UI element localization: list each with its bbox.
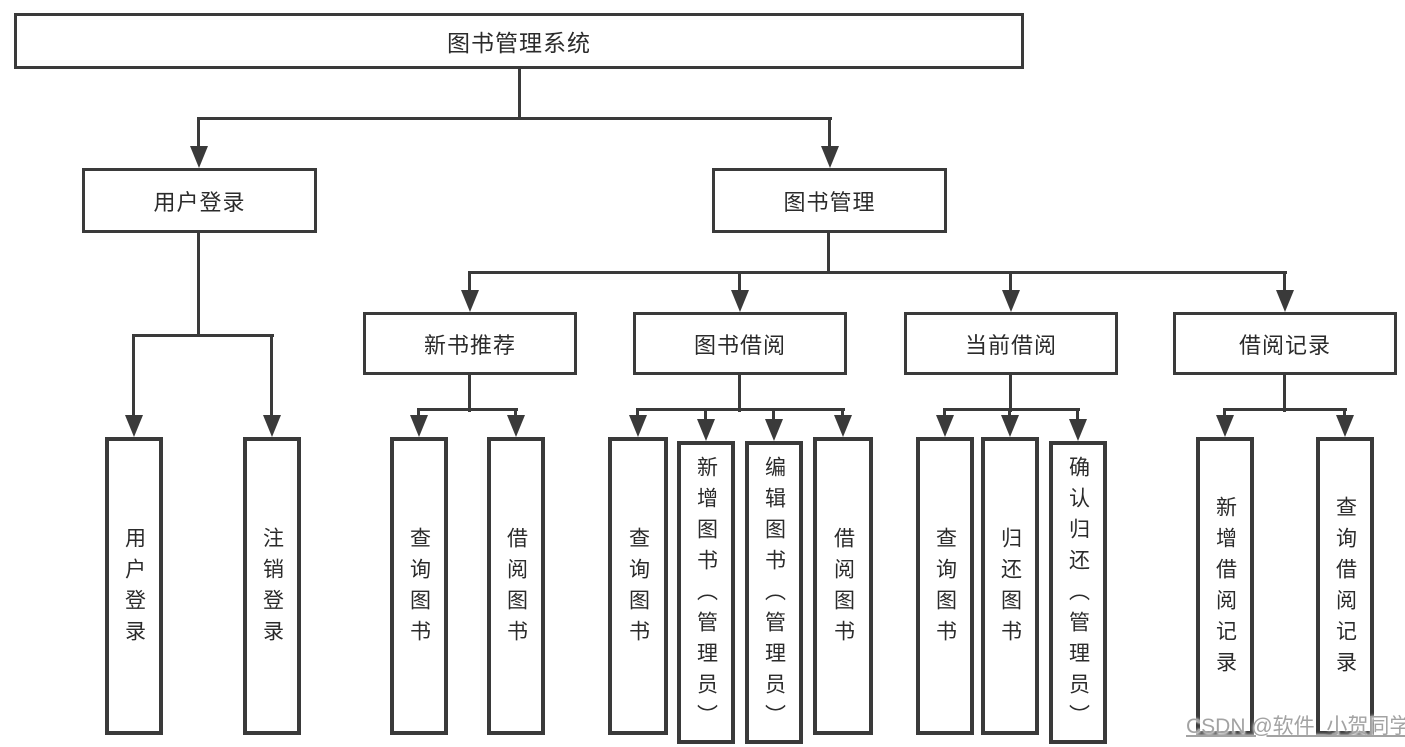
arrowhead-borrow [731, 290, 749, 312]
leaf-add-book-admin: 新增图书（管理员） [677, 441, 735, 744]
arrowhead-leaf [629, 415, 647, 437]
arrowhead-leaf [936, 415, 954, 437]
connector-record-drop [1283, 271, 1286, 295]
connector-user-login-bar [132, 334, 274, 337]
leaf-query-book-current: 查询图书 [916, 437, 974, 735]
arrowhead-record [1276, 290, 1294, 312]
connector-user-login-stem [197, 231, 200, 337]
connector-user-login-drop [197, 117, 200, 150]
leaf-borrow-book: 借阅图书 [813, 437, 873, 735]
arrowhead-logout-leaf [263, 415, 281, 437]
csdn-watermark: CSDN @软件_小贺同学 [1186, 715, 1405, 738]
arrowhead-user-login [190, 146, 208, 168]
leaf-logout: 注销登录 [243, 437, 301, 735]
connector-new-book-stem [468, 373, 471, 412]
leaf-drop [704, 408, 707, 426]
arrowhead-book-mgmt [821, 146, 839, 168]
leaf-query-book-recommend: 查询图书 [390, 437, 448, 735]
leaf-return-book: 归还图书 [981, 437, 1039, 735]
connector-level3-bar [468, 271, 1287, 274]
connector-current-stem [1009, 373, 1012, 412]
leaf-edit-book-admin: 编辑图书（管理员） [745, 441, 803, 744]
node-book-borrow: 图书借阅 [633, 312, 847, 375]
connector-level2-bar [197, 117, 832, 120]
leaf-query-borrow-record: 查询借阅记录 [1316, 437, 1374, 735]
connector-book-mgmt-drop [828, 117, 831, 150]
node-user-login: 用户登录 [82, 168, 317, 233]
connector-new-book-leafbar [417, 408, 518, 411]
connector-current-leafbar [943, 408, 1080, 411]
arrowhead-leaf [1336, 415, 1354, 437]
connector-new-book-drop [468, 271, 471, 295]
arrowhead-login-leaf [125, 415, 143, 437]
leaf-drop [1076, 408, 1079, 426]
connector-borrow-drop [738, 271, 741, 295]
arrowhead-leaf [410, 415, 428, 437]
arrowhead-leaf [765, 419, 783, 441]
connector-book-mgmt-stem [827, 231, 830, 274]
arrowhead-leaf [1001, 415, 1019, 437]
leaf-borrow-book-recommend: 借阅图书 [487, 437, 545, 735]
arrowhead-new-book [461, 290, 479, 312]
node-book-management: 图书管理 [712, 168, 947, 233]
leaf-query-book-borrow: 查询图书 [608, 437, 668, 735]
node-library-system: 图书管理系统 [14, 13, 1024, 69]
connector-login-leaf-drop [132, 334, 135, 419]
connector-root-stem [518, 67, 521, 119]
node-borrow-record: 借阅记录 [1173, 312, 1397, 375]
arrowhead-leaf [507, 415, 525, 437]
connector-borrow-leafbar [636, 408, 845, 411]
leaf-user-login: 用户登录 [105, 437, 163, 735]
node-new-book-recommend: 新书推荐 [363, 312, 577, 375]
arrowhead-leaf [1069, 419, 1087, 441]
leaf-drop [772, 408, 775, 426]
arrowhead-leaf [697, 419, 715, 441]
leaf-add-borrow-record: 新增借阅记录 [1196, 437, 1254, 735]
leaf-confirm-return-admin: 确认归还（管理员） [1049, 441, 1107, 744]
connector-record-stem [1283, 373, 1286, 412]
connector-borrow-stem [738, 373, 741, 412]
connector-record-leafbar [1223, 408, 1347, 411]
arrowhead-leaf [834, 415, 852, 437]
arrowhead-current [1002, 290, 1020, 312]
arrowhead-leaf [1216, 415, 1234, 437]
connector-current-drop [1009, 271, 1012, 295]
node-current-borrow: 当前借阅 [904, 312, 1118, 375]
connector-logout-leaf-drop [270, 334, 273, 419]
